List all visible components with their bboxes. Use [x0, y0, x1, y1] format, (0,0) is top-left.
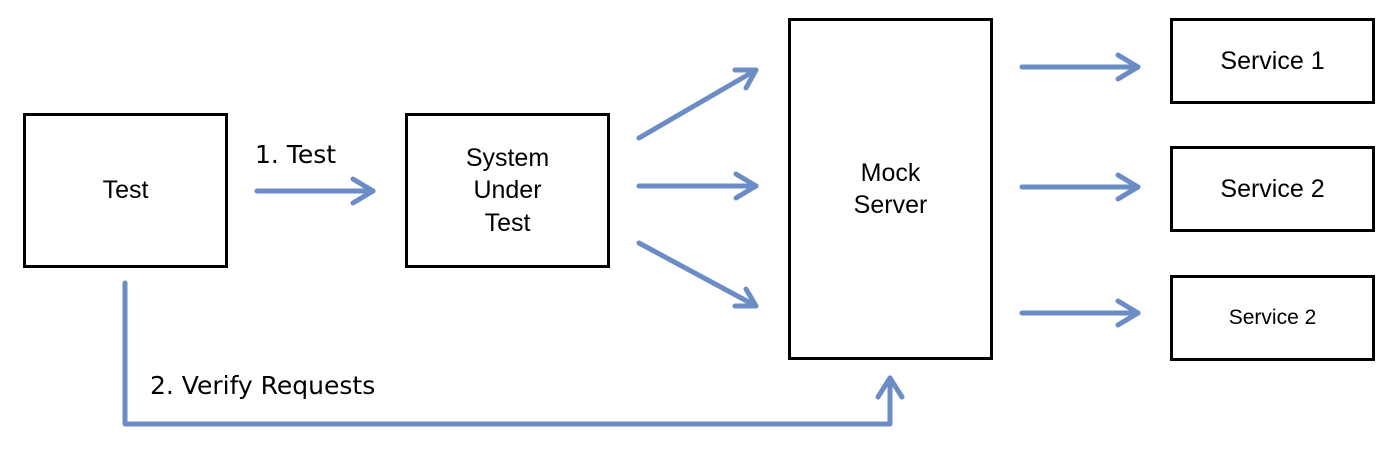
- mock-server-node: Mock Server: [788, 18, 993, 360]
- arrow-sut-to-mock-upper: [636, 67, 759, 141]
- service-3-node: Service 2: [1170, 275, 1375, 361]
- arrow-mock-to-service-3: [1019, 298, 1141, 328]
- arrow-mock-to-service-2: [1019, 172, 1141, 202]
- verify-requests-edge-label: 2. Verify Requests: [150, 371, 376, 400]
- test-edge-label: 1. Test: [255, 140, 337, 169]
- arrow-sut-to-mock-middle: [636, 171, 759, 201]
- service-3-label: Service 2: [1228, 306, 1317, 330]
- system-under-test-label: System Under Test: [465, 143, 550, 237]
- arrow-test-to-sut: [254, 176, 376, 206]
- test-node: Test: [23, 113, 228, 268]
- system-under-test-node: System Under Test: [405, 113, 610, 268]
- arrow-verify-requests: [122, 280, 905, 427]
- arrow-sut-to-mock-lower: [636, 240, 759, 309]
- service-1-label: Service 1: [1220, 46, 1325, 75]
- service-2-node: Service 2: [1170, 146, 1375, 232]
- test-node-label: Test: [102, 176, 149, 205]
- service-1-node: Service 1: [1170, 18, 1375, 104]
- service-2-label: Service 2: [1220, 174, 1325, 203]
- mock-server-label: Mock Server: [853, 158, 928, 220]
- arrow-mock-to-service-1: [1019, 52, 1141, 82]
